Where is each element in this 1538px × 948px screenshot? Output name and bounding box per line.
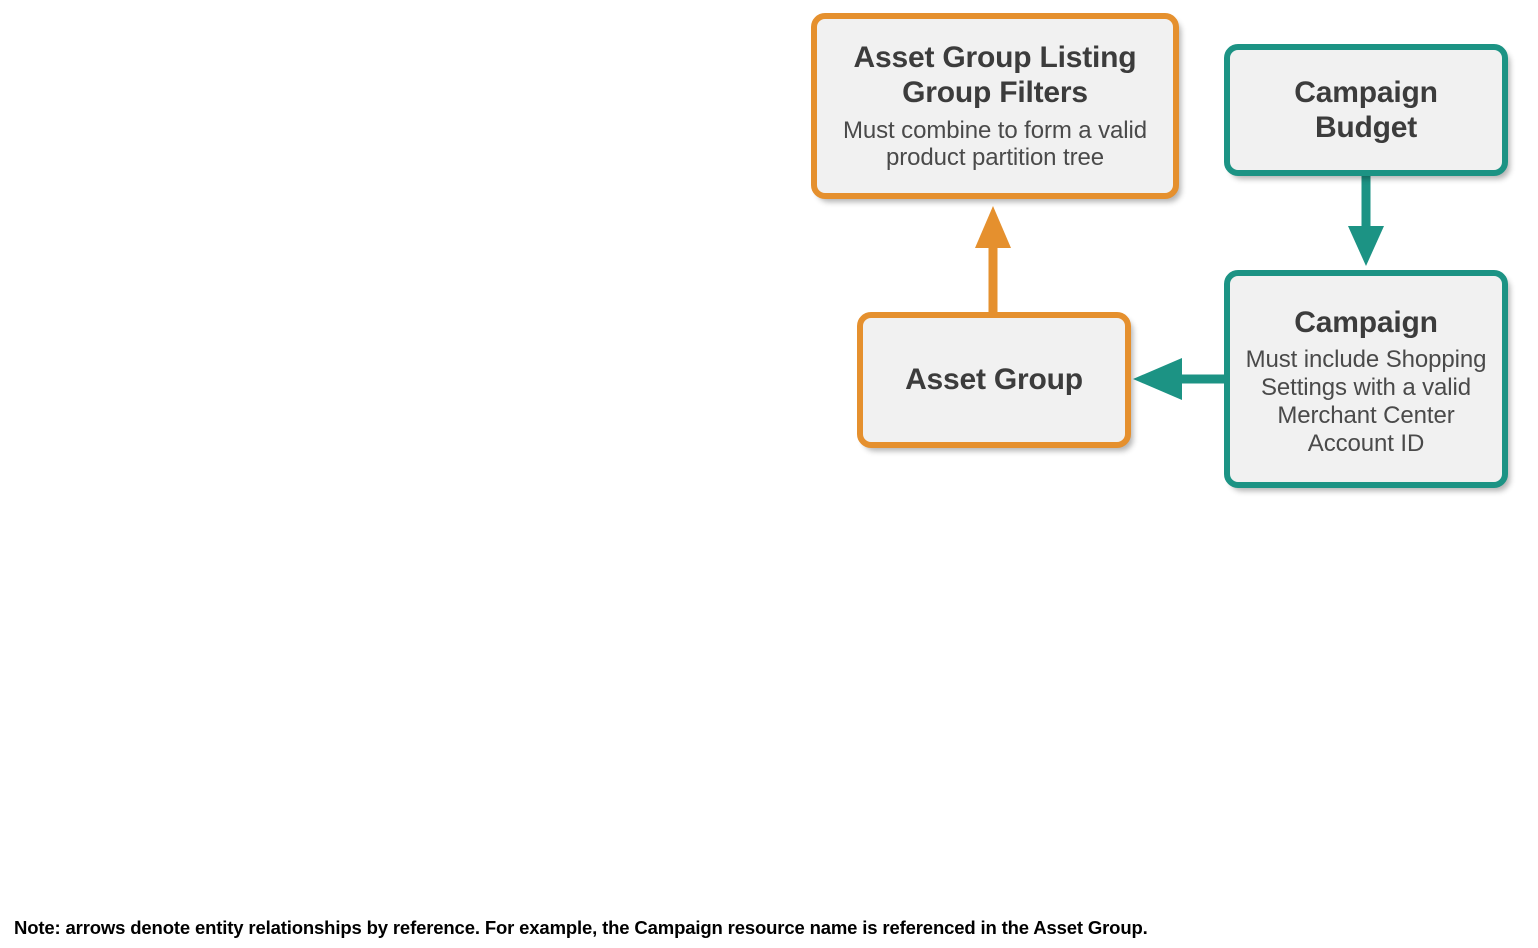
node-asset-group[interactable]: Asset Group — [857, 312, 1131, 448]
node-campaign-budget[interactable]: Campaign Budget — [1224, 44, 1508, 176]
node-title: Asset Group — [905, 363, 1083, 397]
diagram-note: Note: arrows denote entity relationships… — [14, 917, 1148, 938]
node-asset-group-listing-group-filters[interactable]: Asset Group Listing Group Filters Must c… — [811, 13, 1179, 199]
node-title: Campaign — [1294, 305, 1438, 339]
arrowhead-teal-down — [1348, 226, 1384, 266]
node-subtitle: Must include Shopping Settings with a va… — [1245, 346, 1487, 457]
edge-campaign-to-asset-group — [1133, 358, 1228, 400]
node-campaign[interactable]: Campaign Must include Shopping Settings … — [1224, 270, 1508, 488]
arrowhead-orange-up — [975, 206, 1011, 248]
node-title: Asset Group Listing Group Filters — [853, 40, 1137, 110]
node-subtitle: Must combine to form a valid product par… — [843, 116, 1147, 172]
node-title: Campaign Budget — [1294, 75, 1438, 144]
edge-campaign-budget-to-campaign — [1348, 172, 1384, 266]
edge-asset-group-to-listing-group-filters — [975, 206, 1011, 316]
arrowhead-teal-left — [1133, 358, 1182, 400]
